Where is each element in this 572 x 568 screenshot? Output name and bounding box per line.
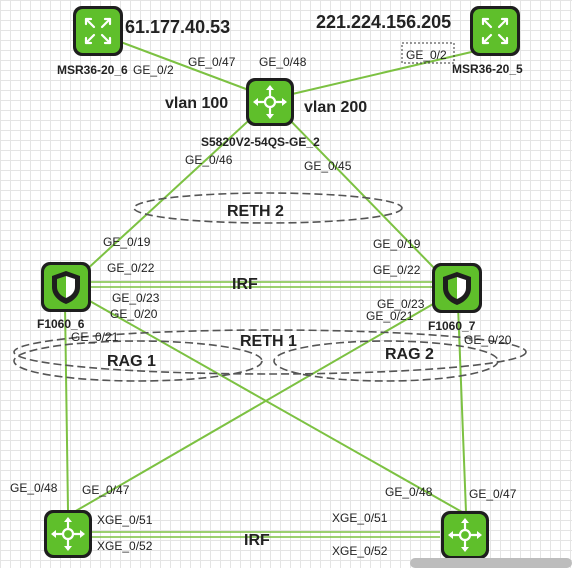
port-selection-box xyxy=(401,42,455,64)
reth2-label: RETH 2 xyxy=(227,203,284,220)
link-firewall-right-switch-right xyxy=(457,304,467,513)
horizontal-scrollbar[interactable] xyxy=(410,558,572,568)
rag1-label: RAG 1 xyxy=(107,353,156,370)
port-label: GE_0/47 xyxy=(82,483,130,497)
vlan-right-label: vlan 200 xyxy=(304,99,367,116)
link-router-left-core xyxy=(109,37,263,96)
link-firewall-left-switch-left xyxy=(64,304,69,511)
link-router-right-core xyxy=(287,49,481,96)
port-label: XGE_0/52 xyxy=(332,544,388,558)
port-label: GE_0/45 xyxy=(304,159,352,173)
router-right-ip: 221.224.156.205 xyxy=(316,12,451,32)
reth2-ellipse xyxy=(133,192,403,224)
port-label: GE_0/48 xyxy=(385,485,433,499)
router-right[interactable] xyxy=(470,6,520,56)
irf-bottom-label: IRF xyxy=(244,532,270,549)
port-label: GE_0/23 xyxy=(377,297,425,311)
firewall-right[interactable] xyxy=(432,263,482,313)
core-switch-name: S5820V2-54QS-GE_2 xyxy=(201,135,320,149)
port-label: GE_0/48 xyxy=(10,481,58,495)
port-label: GE_0/2 xyxy=(406,48,447,62)
port-label: GE_0/21 xyxy=(71,330,119,344)
link-firewall-left-switch-right xyxy=(87,299,463,513)
access-switch-left[interactable] xyxy=(44,510,92,558)
irf-top-label: IRF xyxy=(232,276,258,293)
firewall-right-name: F1060_7 xyxy=(428,319,476,333)
firewall-shield-icon xyxy=(52,271,80,304)
port-label: XGE_0/52 xyxy=(97,539,153,553)
firewall-left-name: F1060_6 xyxy=(37,317,85,331)
switch-icon xyxy=(448,518,482,552)
port-label: GE_0/46 xyxy=(185,153,233,167)
router-icon xyxy=(84,17,112,45)
port-label: GE_0/48 xyxy=(259,55,307,69)
link-core-firewall-left xyxy=(83,111,259,273)
rag2-ellipse xyxy=(273,340,499,382)
reth1-label: RETH 1 xyxy=(240,333,297,350)
firewall-shield-icon xyxy=(443,272,471,305)
port-label: GE_0/2 xyxy=(133,63,174,77)
router-icon xyxy=(481,17,509,45)
port-label: GE_0/20 xyxy=(464,333,512,347)
rag1-ellipse xyxy=(13,340,263,382)
vlan-left-label: vlan 100 xyxy=(165,95,228,112)
link-core-firewall-right xyxy=(281,111,439,273)
port-label: XGE_0/51 xyxy=(332,511,388,525)
port-label: GE_0/22 xyxy=(107,261,155,275)
firewall-left[interactable] xyxy=(41,262,91,312)
switch-icon xyxy=(51,517,85,551)
port-label: GE_0/22 xyxy=(373,263,421,277)
links xyxy=(64,37,481,538)
router-left[interactable] xyxy=(73,6,123,56)
router-left-name: MSR36-20_6 xyxy=(57,63,128,77)
port-label: GE_0/19 xyxy=(103,235,151,249)
core-switch[interactable] xyxy=(246,78,294,126)
access-switch-right[interactable] xyxy=(441,511,489,559)
port-label: GE_0/21 xyxy=(366,309,414,323)
router-left-ip: 61.177.40.53 xyxy=(125,17,230,37)
port-label: GE_0/47 xyxy=(188,55,236,69)
link-firewall-right-switch-left xyxy=(73,299,441,513)
rag2-label: RAG 2 xyxy=(385,346,434,363)
reth1-ellipse xyxy=(13,329,527,375)
router-right-name: MSR36-20_5 xyxy=(452,62,523,76)
port-label: GE_0/47 xyxy=(469,487,517,501)
port-label: GE_0/23 xyxy=(112,291,160,305)
port-label: GE_0/19 xyxy=(373,237,421,251)
port-label: XGE_0/51 xyxy=(97,513,153,527)
switch-icon xyxy=(253,85,287,119)
port-label: GE_0/20 xyxy=(110,307,158,321)
